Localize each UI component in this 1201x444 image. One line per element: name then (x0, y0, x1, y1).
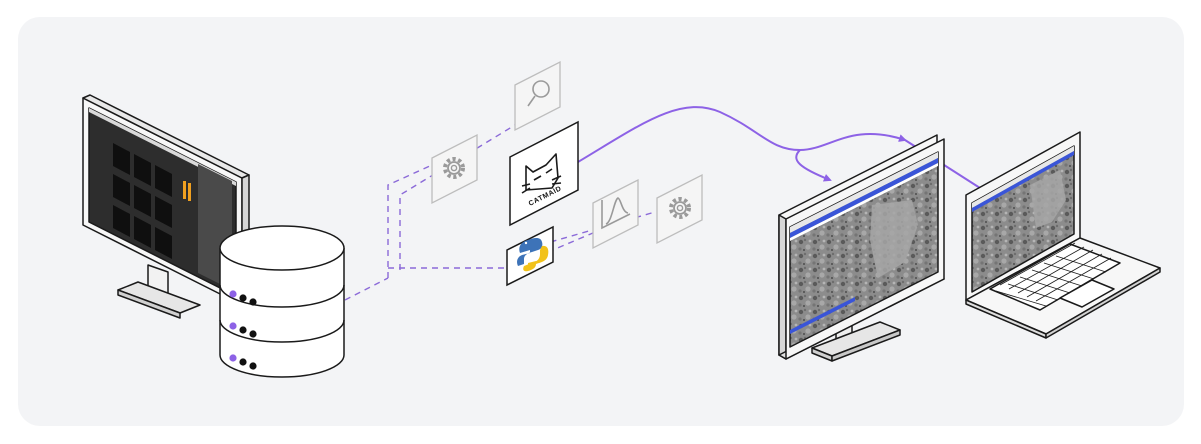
gear-icon (669, 197, 691, 219)
gaussian-peak-icon (601, 197, 631, 230)
catmaid-cat-icon (521, 153, 562, 194)
workstation-orange-marks (183, 181, 191, 201)
web-monitor-ui-bars (790, 152, 938, 334)
magnifier-tile (514, 60, 561, 132)
gear-tile-left (431, 133, 478, 205)
connector-hub-to-search (399, 121, 521, 270)
laptop-ui-bars (972, 146, 1074, 228)
laptop-keyboard-keys (995, 242, 1112, 307)
gear-icon (443, 157, 465, 179)
gear-tile-right (656, 173, 703, 245)
database-icon (219, 225, 345, 378)
connector-db-to-hub (344, 277, 389, 301)
flow-to-monitor (795, 149, 832, 182)
flow-catmaid-out (577, 106, 907, 163)
connector-hub-to-gear (387, 164, 433, 278)
magnifier-icon (527, 80, 550, 107)
connector-python-to-peak (547, 229, 601, 253)
database-status-dots (229, 290, 257, 370)
web-monitor (778, 134, 945, 362)
catmaid-tile: CATMAID (509, 120, 579, 227)
laptop (965, 131, 1161, 339)
python-tile (506, 225, 554, 287)
python-icon (517, 237, 549, 272)
peak-tile (592, 178, 639, 250)
workstation-tiles (113, 143, 172, 259)
